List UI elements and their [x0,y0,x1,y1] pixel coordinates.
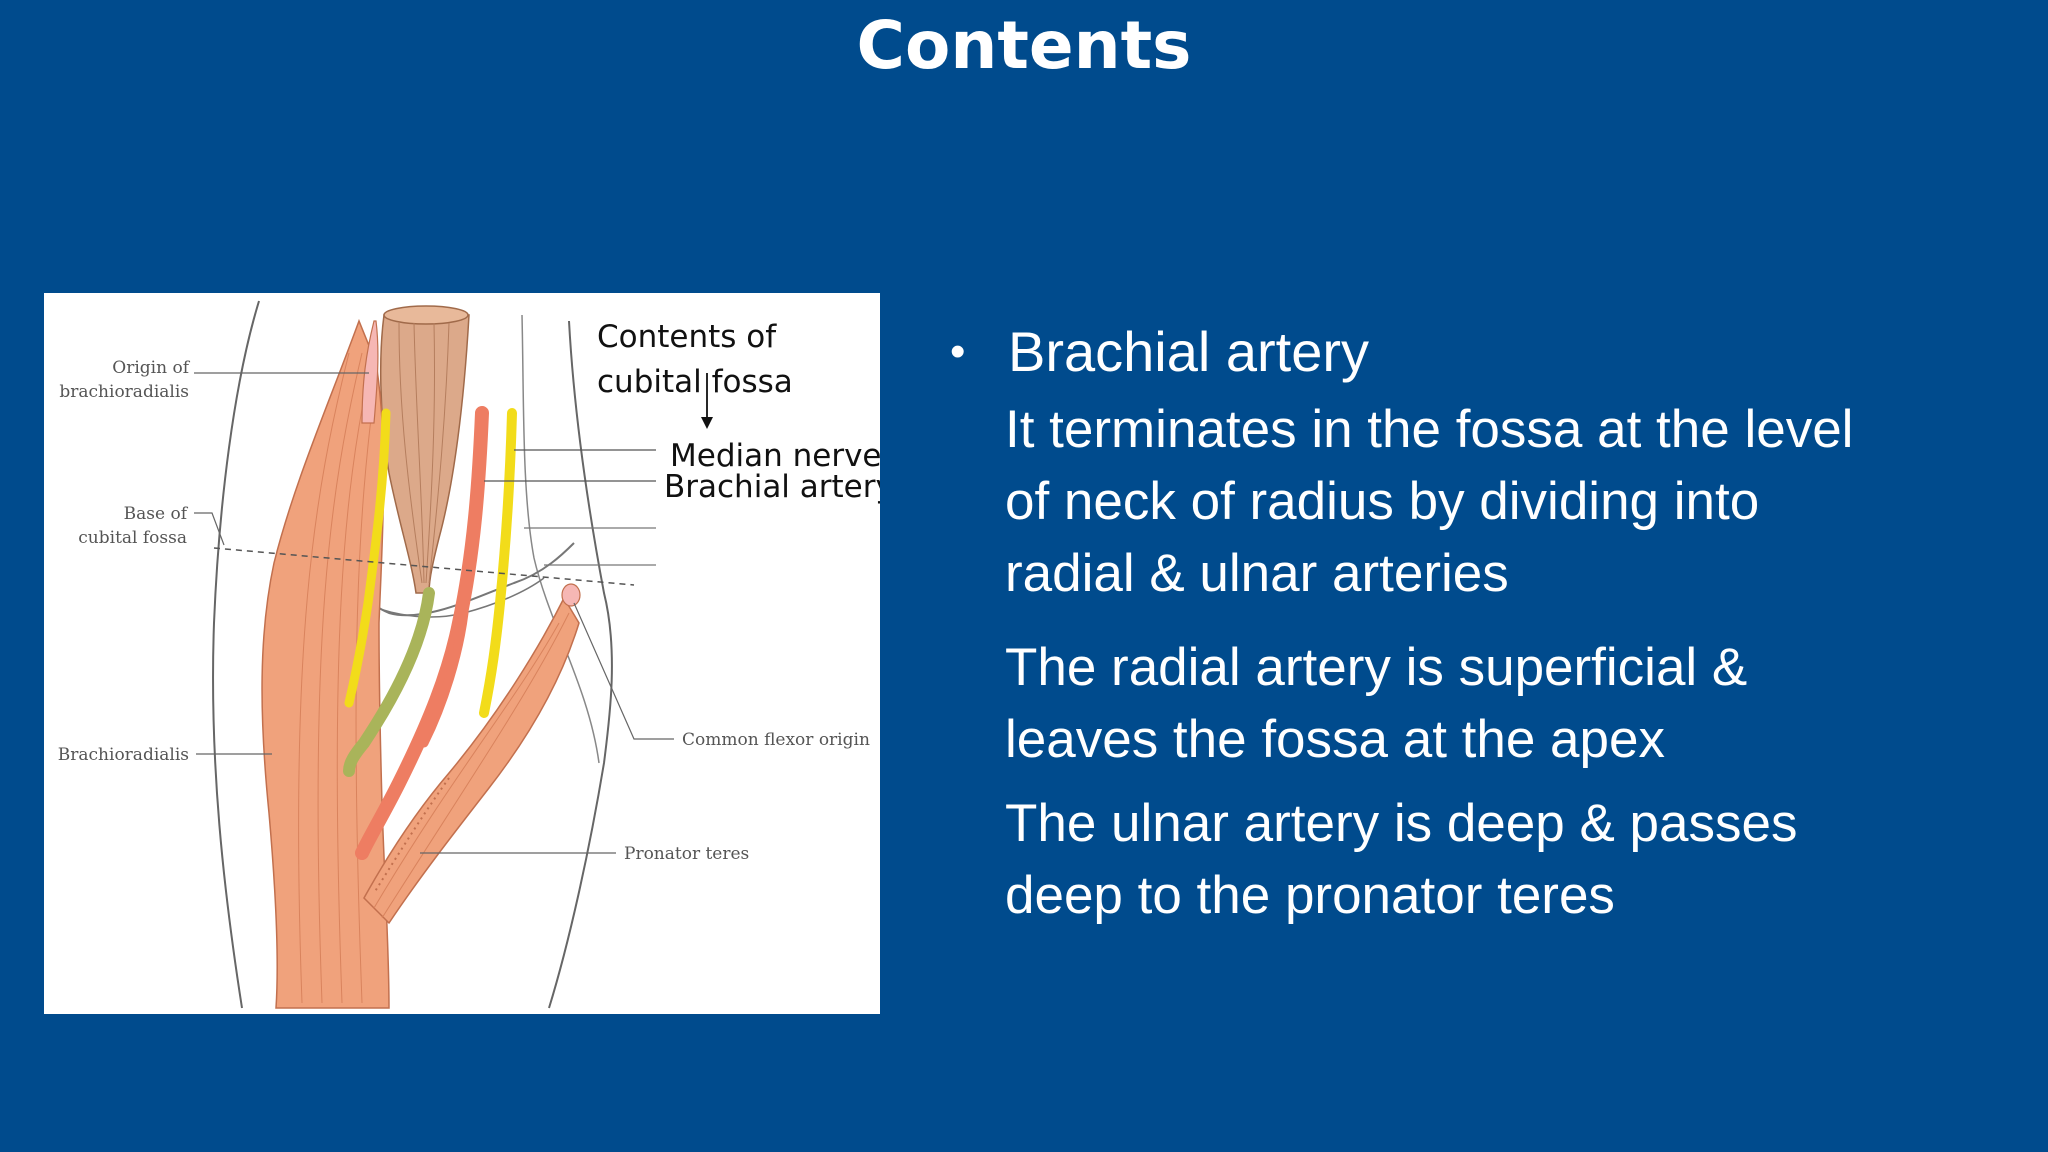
radial-nerve [344,408,391,708]
paragraph-ulnar-artery: The ulnar artery is deep & passes deep t… [1005,788,2010,932]
bullet-heading: Brachial artery [1008,320,1370,383]
pronator-teres-muscle [363,596,580,925]
paragraph-termination: It terminates in the fossa at the level … [1005,394,2010,610]
base-of-fossa-line [213,547,635,586]
biceps-muscle [379,314,470,594]
callout-contents-line2: cubital fossa [597,364,793,400]
paragraph-line: deep to the pronator teres [1005,866,1615,925]
label-origin-line2: brachioradialis [59,382,189,402]
label-common-flexor-origin: Common flexor origin [682,730,870,750]
callout-arrow-head [701,417,713,429]
pronator-dotted-band [373,777,450,894]
label-base-line1: Base of [124,504,189,524]
brachial-artery [355,406,489,860]
biceps-fibres [398,322,450,584]
callout-median-nerve: Median nerve [670,438,880,474]
brachioradialis-origin [361,320,379,424]
leader-common-flexor [573,602,674,740]
label-base-line2: cubital fossa [78,528,187,548]
bullet-marker: • [950,327,966,376]
paragraph-line: of neck of radius by dividing into [1005,472,1760,531]
paragraph-line: radial & ulnar arteries [1005,544,1509,603]
paragraph-line: The radial artery is superficial & [1005,638,1748,697]
cubital-fossa-diagram: Origin of brachioradialis Base of cubita… [44,293,880,1014]
callout-brachial-artery: Brachial artery [664,469,880,505]
bullet-item: • Brachial artery [950,310,2010,394]
slide-title: Contents [856,7,1192,84]
ulnar-artery [419,608,469,748]
label-origin-line1: Origin of [112,358,190,378]
paragraph-line: The ulnar artery is deep & passes [1005,794,1798,853]
median-nerve [479,408,517,718]
label-brachioradialis: Brachioradialis [58,745,189,765]
paragraph-line: It terminates in the fossa at the level [1005,400,1854,459]
brachioradialis-fibres [298,352,375,1004]
arm-outline-inner [521,314,600,764]
cubital-fossa-illustration: Origin of brachioradialis Base of cubita… [58,300,880,1009]
common-flexor-origin-mark [561,583,581,607]
callout-contents-line1: Contents of [597,319,777,355]
paragraph-radial-artery: The radial artery is superficial & leave… [1005,632,2010,776]
slide-content: • Brachial artery It terminates in the f… [950,310,2010,932]
biceps-tendon [343,587,435,777]
pronator-fibres [373,612,570,919]
biceps-cut-end [383,305,469,325]
arm-outline-left [212,300,260,1009]
paragraph-line: leaves the fossa at the apex [1005,710,1665,769]
leader-base [194,512,225,546]
label-pronator-teres: Pronator teres [624,844,749,864]
